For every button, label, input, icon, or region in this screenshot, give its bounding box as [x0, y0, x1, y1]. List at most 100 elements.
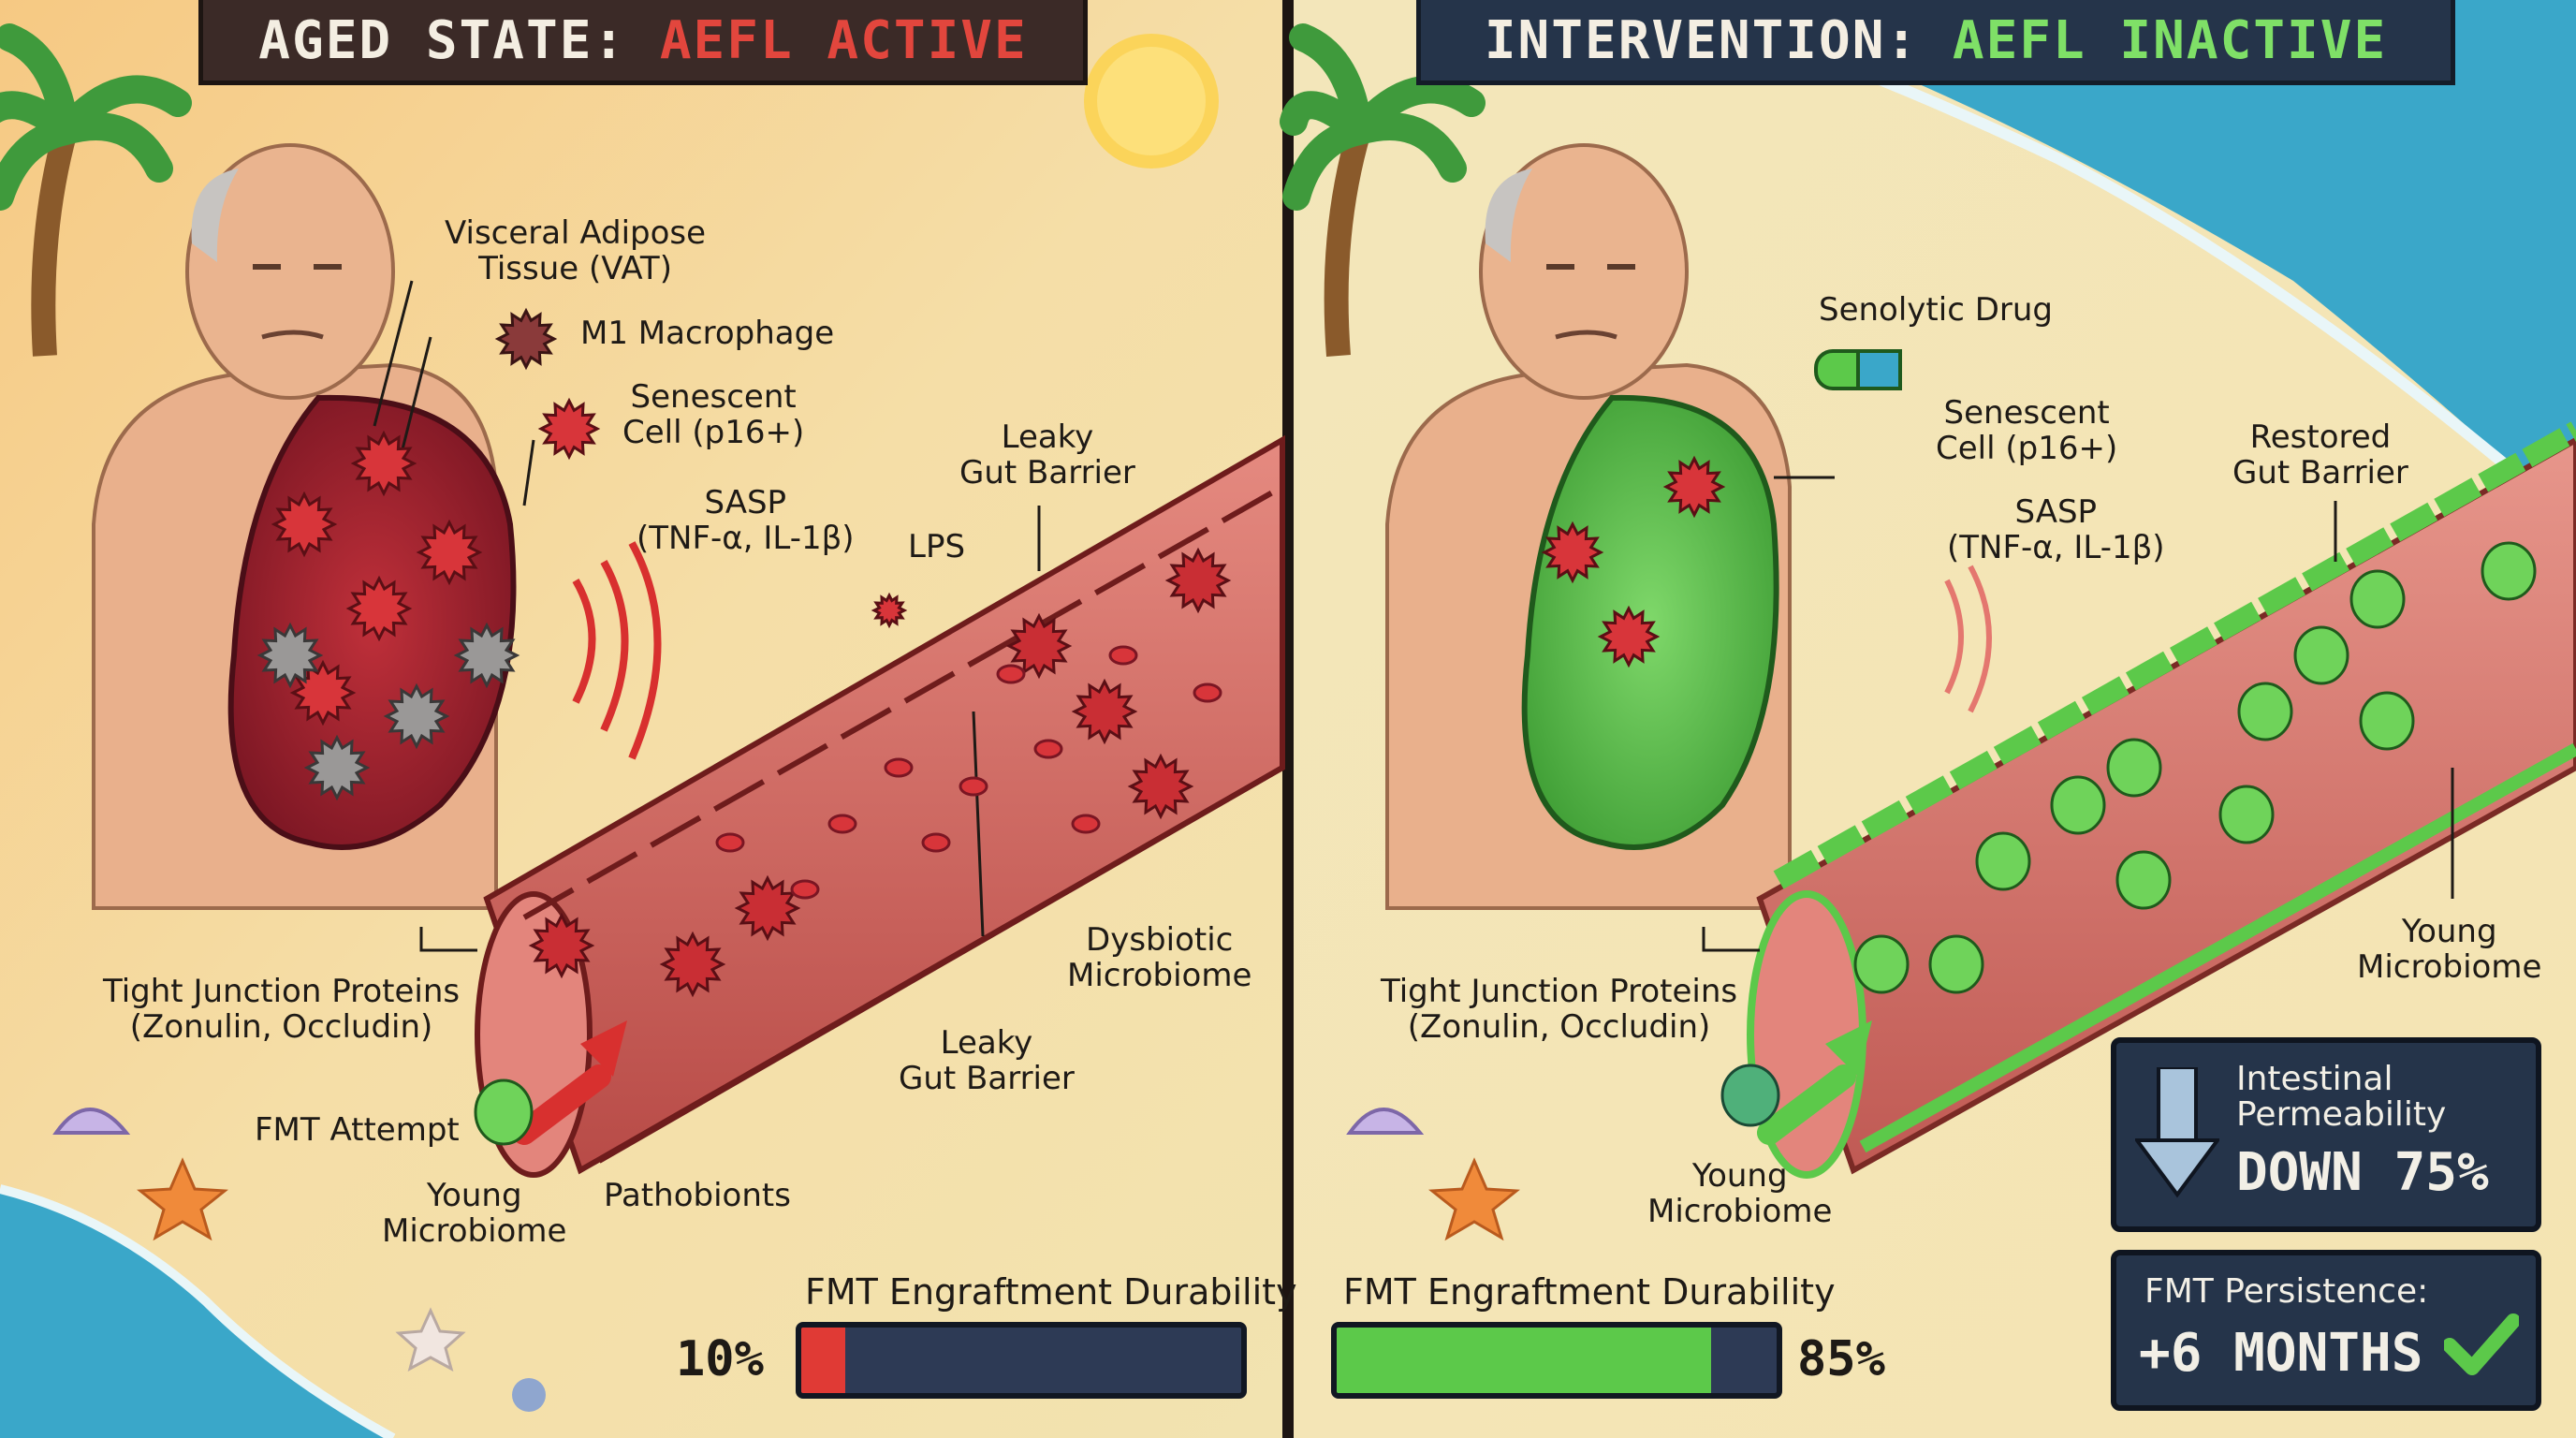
senescent-cell: [350, 430, 417, 497]
label-leaky-gut-barrier-bottom: Leaky Gut Barrier: [899, 1024, 1075, 1097]
young-microbe: [2050, 775, 2106, 835]
young-microbe: [2218, 785, 2275, 844]
label-m1-macrophage: M1 Macrophage: [580, 315, 835, 352]
label-dysbiotic-microbiome: Dysbiotic Microbiome: [1067, 921, 1252, 994]
persistence-box: FMT Persistence: +6 MONTHS: [2111, 1250, 2541, 1411]
label-tight-junction-proteins: Tight Junction Proteins (Zonulin, Occlud…: [103, 973, 461, 1046]
engraftment-bar-right: [1331, 1322, 1782, 1399]
bar-percent-right: 85%: [1797, 1331, 1885, 1387]
red-particle: [996, 664, 1026, 684]
palm-tree-icon: [1280, 23, 1486, 357]
red-particle: [921, 832, 951, 853]
label-vat: Visceral Adipose Tissue (VAT): [445, 214, 707, 287]
red-particle: [1033, 739, 1063, 759]
pathobiont: [1071, 678, 1138, 745]
red-particle: [715, 832, 745, 853]
young-microbe: [2293, 625, 2349, 685]
label-tight-junction-proteins-right: Tight Junction Proteins (Zonulin, Occlud…: [1381, 973, 1738, 1046]
young-microbe: [1928, 934, 1984, 994]
senescent-cell: [345, 575, 413, 642]
shell-icon: [52, 1108, 131, 1135]
palm-tree-icon: [0, 23, 192, 357]
senescent-cell-cleared: [1597, 605, 1661, 668]
m1-macrophage: [303, 734, 371, 801]
pebble: [512, 1378, 546, 1412]
fmt-arrow-left: [512, 1020, 627, 1145]
checkmark-icon: [2444, 1313, 2519, 1375]
pathobiont: [734, 874, 801, 942]
m1-macrophage: [383, 682, 450, 750]
young-microbe: [474, 1078, 534, 1146]
young-microbe: [2115, 850, 2172, 910]
banner-right: INTERVENTION: AEFL INACTIVE: [1416, 0, 2455, 85]
senescent-cell-cleared: [1541, 521, 1604, 584]
label-senolytic-drug: Senolytic Drug: [1819, 291, 2053, 329]
pathobiont: [1164, 547, 1232, 614]
label-young-microbiome-right: Young Microbiome: [2357, 913, 2542, 986]
senescent-cell-cleared: [1662, 455, 1726, 519]
label-young-microbiome-bottom: Young Microbiome: [1647, 1157, 1833, 1230]
leader-lines: [373, 280, 2454, 952]
young-microbe: [1975, 831, 2031, 891]
m1-macrophage: [256, 622, 324, 689]
sasp-waves-left: [572, 541, 662, 760]
m1-macrophage: [494, 307, 558, 371]
bar-percent-left: 10%: [676, 1331, 764, 1387]
banner-left-prefix: AGED STATE:: [258, 9, 660, 71]
starfish-icon: [137, 1157, 228, 1241]
red-particle: [959, 776, 988, 797]
bar-title-left: FMT Engraftment Durability: [805, 1271, 1297, 1313]
young-microbe: [1720, 1064, 1780, 1127]
label-leaky-gut-barrier-top: Leaky Gut Barrier: [959, 418, 1135, 492]
label-lps: LPS: [908, 528, 966, 565]
red-particle: [884, 757, 914, 778]
senescent-cell: [289, 659, 357, 726]
label-restored-gut-barrier: Restored Gut Barrier: [2232, 418, 2408, 492]
young-microbe: [2106, 738, 2162, 798]
label-fmt-attempt: FMT Attempt: [255, 1111, 460, 1149]
red-particle: [1193, 682, 1222, 703]
sasp-waves-right: [1944, 565, 1992, 713]
banner-left-highlight: AEFL ACTIVE: [659, 9, 1028, 71]
fmt-arrow-right: [1757, 1020, 1872, 1145]
young-microbe: [2481, 541, 2537, 601]
senescent-cell: [416, 519, 483, 586]
down-arrow-icon: [2135, 1067, 2219, 1198]
permeability-label: Intestinal Permeability: [2236, 1060, 2447, 1134]
red-particle: [790, 879, 820, 900]
label-senescent-cell: Senescent Cell (p16+): [622, 378, 805, 451]
pathobiont: [659, 931, 726, 998]
label-pathobionts: Pathobionts: [604, 1177, 791, 1214]
persistence-label: FMT Persistence:: [2144, 1272, 2429, 1311]
label-senescent-cell-right: Senescent Cell (p16+): [1936, 394, 2118, 467]
young-microbe: [2237, 682, 2293, 741]
red-particle: [1108, 645, 1138, 666]
engraftment-bar-left-fill: [801, 1328, 845, 1393]
pathobiont: [1127, 753, 1194, 820]
permeability-value: DOWN 75%: [2236, 1142, 2489, 1203]
label-young-microbiome-left: Young Microbiome: [382, 1177, 567, 1250]
young-microbe: [1853, 934, 1910, 994]
lps-particle: [871, 592, 908, 629]
red-particle: [827, 814, 857, 834]
engraftment-bar-right-fill: [1337, 1328, 1711, 1393]
pill-icon: [1814, 349, 1902, 390]
red-particle: [1071, 814, 1101, 834]
young-microbe: [2349, 569, 2406, 629]
shell-icon: [1346, 1108, 1425, 1135]
senescent-cell: [537, 397, 601, 461]
pathobiont: [1005, 612, 1073, 680]
panel-divider: [1282, 0, 1294, 1438]
starfish-icon: [1428, 1157, 1520, 1241]
permeability-box: Intestinal Permeability DOWN 75%: [2111, 1037, 2541, 1232]
engraftment-bar-left: [796, 1322, 1247, 1399]
m1-macrophage: [453, 622, 520, 689]
banner-right-highlight: AEFL INACTIVE: [1952, 9, 2388, 71]
banner-left: AGED STATE: AEFL ACTIVE: [198, 0, 1088, 85]
young-microbe: [2359, 691, 2415, 751]
starfish-icon: [395, 1307, 466, 1372]
label-sasp: SASP (TNF-α, IL-1β): [637, 484, 855, 557]
senescent-cell: [271, 491, 338, 558]
